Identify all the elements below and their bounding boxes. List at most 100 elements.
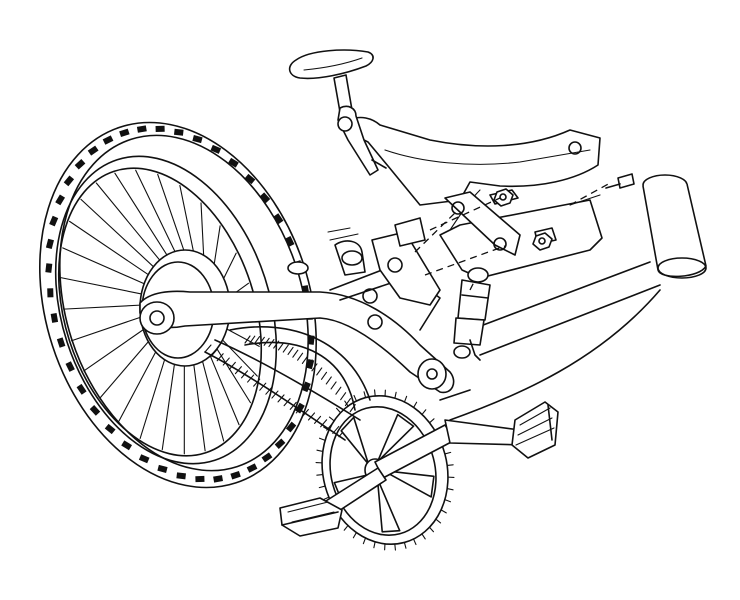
chain-link (344, 397, 351, 407)
chain-link (277, 342, 285, 351)
tread-block (56, 337, 66, 348)
chainring-tooth (316, 449, 324, 452)
chainring-tooth (446, 488, 454, 491)
tread-block (274, 438, 286, 449)
chainring-tooth (323, 426, 330, 431)
tread-block (47, 288, 54, 298)
spoke (99, 335, 154, 399)
chainring-tooth (403, 541, 407, 549)
spoke (83, 326, 149, 372)
spider-arm (382, 469, 435, 498)
tread-block (210, 144, 222, 154)
chainring-tooth (444, 451, 452, 455)
chain-link (340, 392, 347, 401)
tread-block (273, 213, 284, 225)
chainring-tooth (363, 391, 367, 399)
seat-post (333, 74, 387, 176)
chain-link (330, 381, 337, 390)
chainring-tooth (318, 485, 326, 489)
chainring-tooth (444, 499, 452, 503)
chain-link (253, 378, 261, 387)
chain-link (259, 382, 267, 391)
chainring-tooth (412, 538, 417, 546)
chain-link (307, 412, 316, 421)
top-tube (348, 116, 601, 231)
tread-block (138, 454, 150, 464)
assembly-lines (414, 181, 613, 291)
tread-block (121, 440, 133, 451)
tread-block (213, 475, 223, 483)
tread-block (76, 383, 87, 395)
chainring-tooth (421, 533, 426, 540)
chain-link (234, 366, 242, 375)
chainring-tooth (335, 407, 342, 414)
chainring-tooth (344, 400, 349, 407)
chainring-tooth (394, 391, 397, 399)
chain-link (306, 359, 313, 368)
spoke (207, 350, 240, 426)
right-pedal (511, 401, 559, 459)
saddle (288, 49, 374, 80)
chain-link (316, 367, 323, 376)
tread-block (195, 475, 205, 483)
chainring-tooth (373, 541, 376, 549)
chain-link (273, 340, 280, 349)
spoke (118, 344, 160, 422)
chainring-tooth (374, 389, 376, 397)
spider-arm (376, 413, 415, 463)
chainring-tooth (352, 532, 357, 539)
tread-block (261, 452, 273, 463)
chain-link (301, 408, 309, 418)
chain-link (216, 353, 224, 362)
chain-link (268, 338, 275, 348)
tread-block (45, 238, 54, 250)
chainring-tooth (428, 418, 435, 424)
tread-block (228, 157, 239, 168)
chain-link (271, 390, 279, 399)
rear-shock (453, 267, 491, 361)
tread-block (87, 145, 99, 156)
chain-link (204, 344, 212, 353)
chain-link (247, 374, 255, 383)
chain-link (325, 376, 332, 385)
chain-link (292, 349, 299, 358)
chainring-tooth (428, 526, 435, 533)
chainring-tooth (353, 394, 358, 402)
spoke (213, 343, 251, 404)
chain-link (297, 352, 304, 361)
tread-block (89, 405, 101, 416)
tread-block (55, 194, 66, 206)
tread-block (119, 128, 130, 138)
spider-arm (340, 416, 370, 466)
chain-link (210, 348, 218, 357)
chain-link (295, 405, 303, 414)
chain-link (320, 419, 328, 428)
spoke (192, 358, 206, 452)
spider-arm (376, 477, 401, 533)
spoke (80, 198, 157, 270)
chain-link (301, 355, 308, 364)
chain-link (282, 344, 289, 353)
tread-block (157, 464, 168, 473)
chain-link (228, 361, 236, 370)
chain-link (249, 335, 256, 344)
tread-block (244, 173, 256, 185)
tread-block (173, 128, 184, 136)
chain-link (287, 346, 294, 356)
spoke (95, 182, 164, 265)
chain-link (335, 386, 342, 395)
chainring-tooth (435, 518, 442, 524)
tread-block (65, 361, 75, 372)
tread-block (192, 135, 203, 144)
spoke (200, 355, 225, 442)
chain-link (289, 401, 297, 410)
chain-link (222, 357, 230, 366)
chain-link (332, 425, 340, 434)
spoke (135, 169, 181, 262)
tread-block (285, 421, 297, 433)
chainring-tooth (343, 525, 349, 531)
bolt (605, 173, 635, 189)
spoke (62, 247, 147, 285)
chain-link (277, 394, 285, 403)
spoke (114, 172, 172, 262)
